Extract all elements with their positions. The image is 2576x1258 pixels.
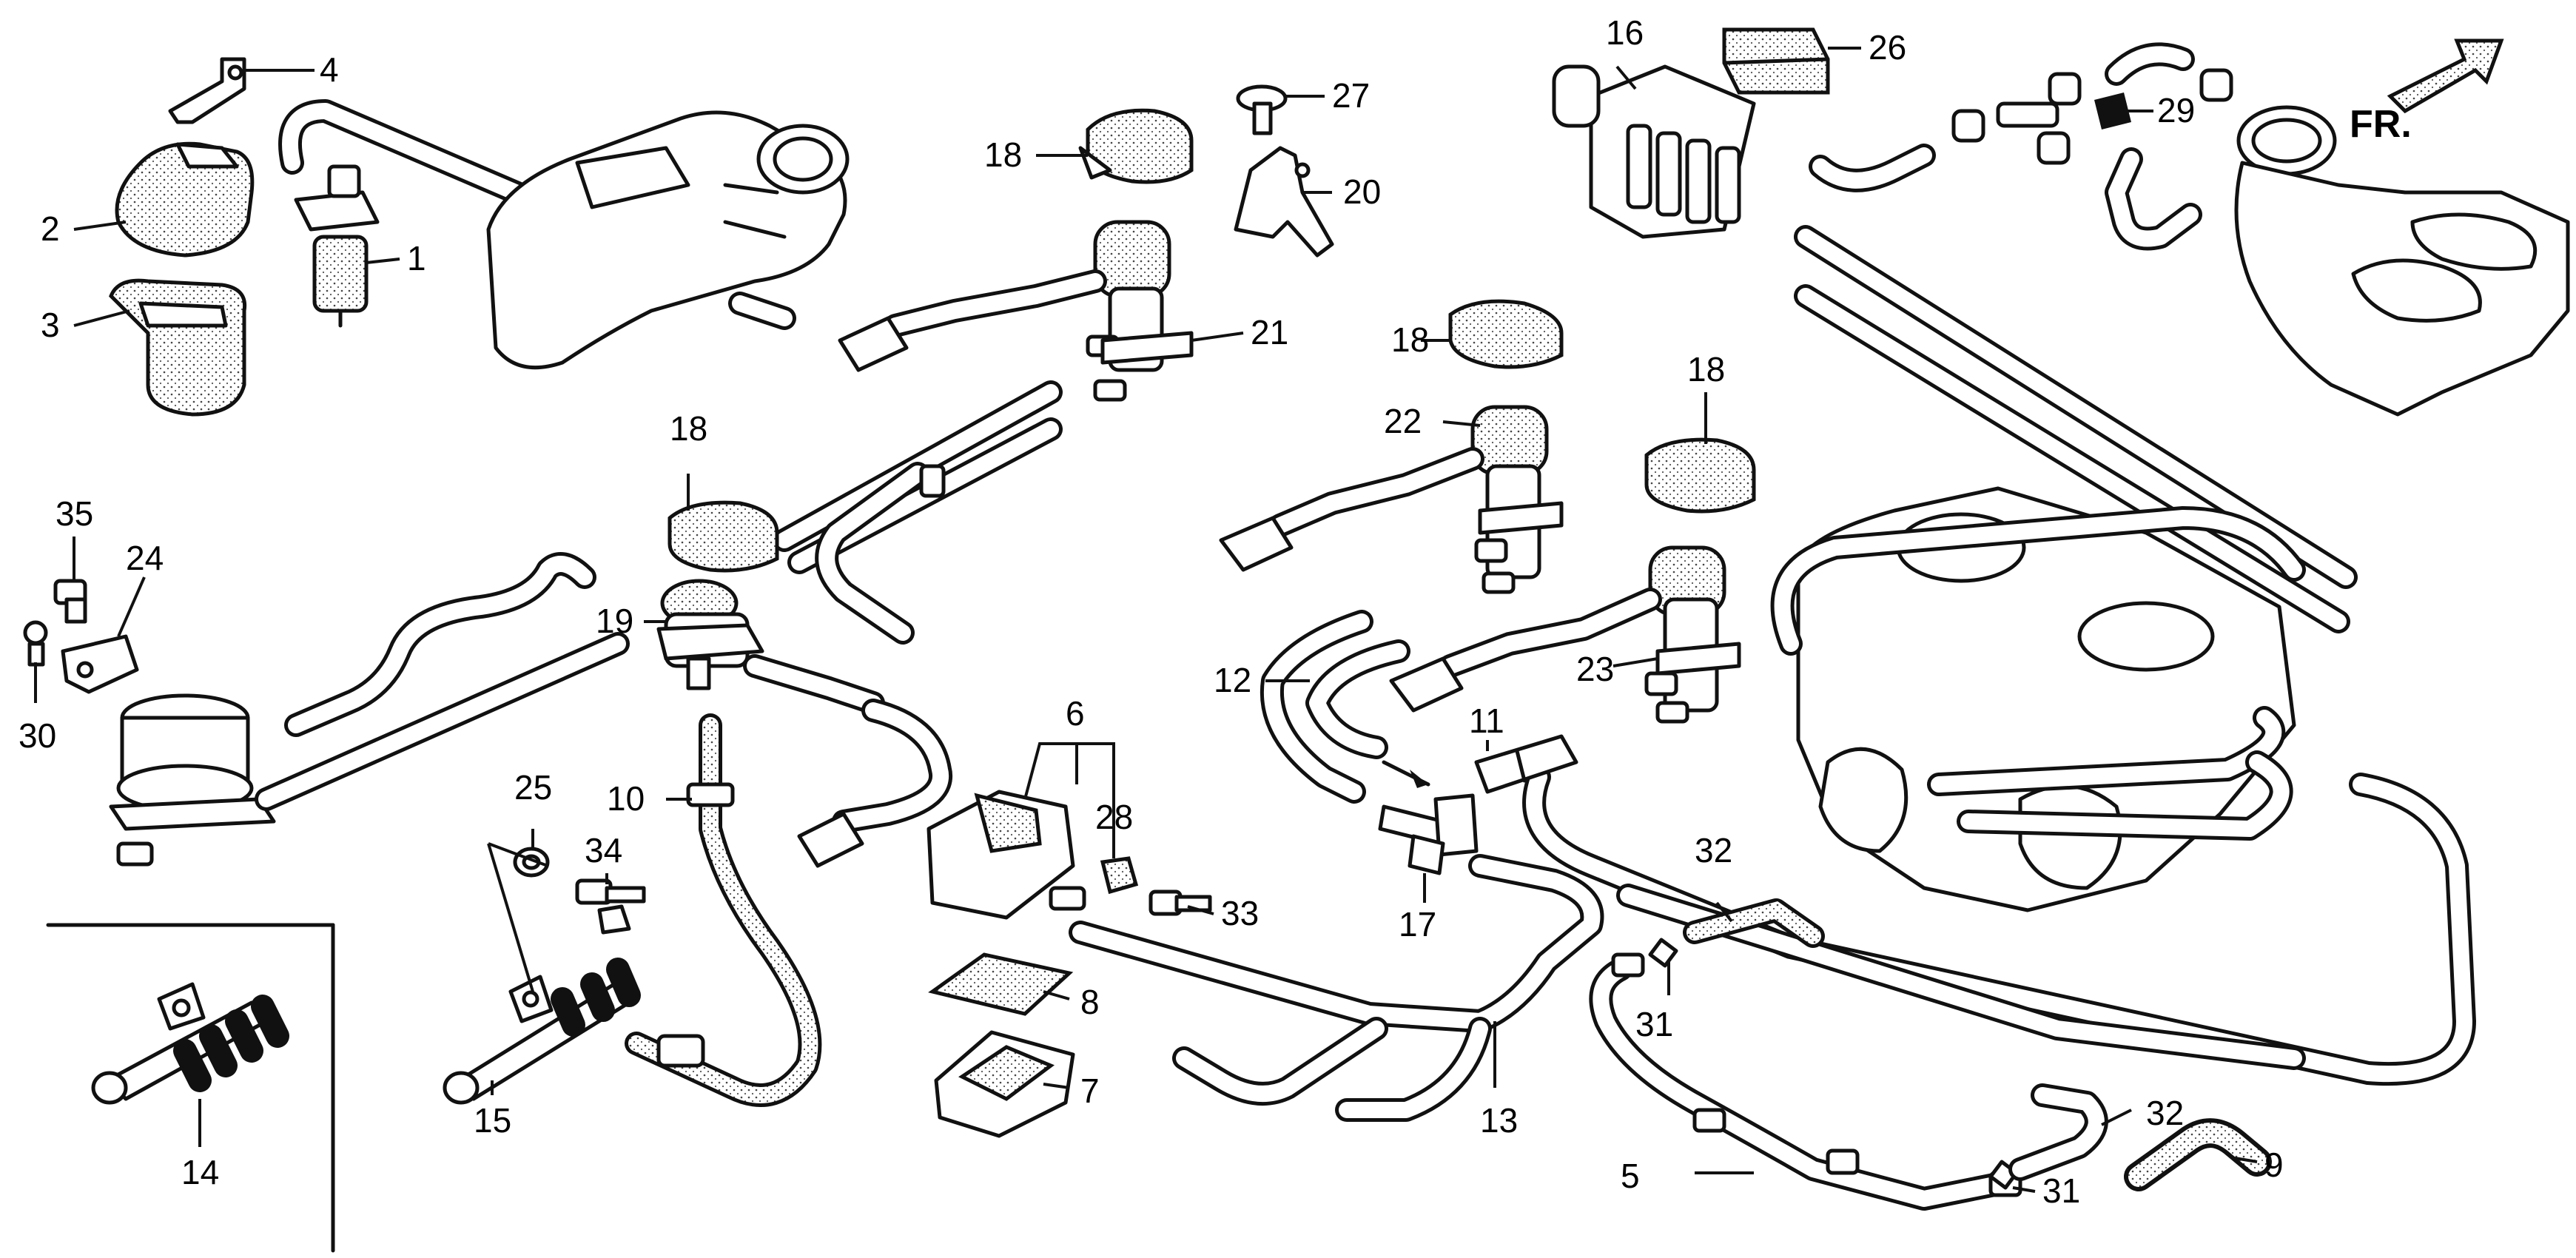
part-6-canister bbox=[927, 790, 1086, 920]
part-23-solenoid bbox=[1644, 545, 1741, 724]
part-11-connector bbox=[1474, 734, 1578, 794]
part-8-pad bbox=[928, 952, 1074, 1016]
part-21-solenoid bbox=[1086, 220, 1194, 402]
intake-manifold bbox=[2234, 105, 2570, 417]
part-32-elbow-a bbox=[1683, 898, 1825, 948]
part-22-solenoid bbox=[1470, 405, 1564, 594]
callout-16: 16 bbox=[1606, 13, 1644, 52]
engine-block bbox=[1796, 486, 2296, 912]
callout-30: 30 bbox=[19, 716, 56, 755]
callout-17: 17 bbox=[1399, 905, 1436, 944]
part-16-ecu-block bbox=[1552, 64, 1756, 239]
part-29-cap bbox=[2094, 92, 2131, 130]
part-25-seal bbox=[513, 847, 550, 878]
callout-5: 5 bbox=[1621, 1157, 1640, 1195]
callout-32b: 32 bbox=[2146, 1094, 2184, 1132]
callout-20: 20 bbox=[1343, 172, 1381, 211]
part-24-bracket bbox=[61, 634, 139, 694]
callout-4: 4 bbox=[320, 50, 339, 89]
part-19-valve bbox=[656, 579, 764, 690]
callout-labels: 1 2 3 4 5 6 7 8 9 10 11 12 13 14 15 16 1… bbox=[19, 13, 2284, 1210]
callout-27: 27 bbox=[1332, 76, 1370, 115]
callout-3: 3 bbox=[41, 306, 60, 344]
part-31-clip-a bbox=[1648, 938, 1678, 968]
part-18-clip-a bbox=[1078, 108, 1194, 184]
callout-9: 9 bbox=[2264, 1146, 2284, 1184]
part-17-tee bbox=[1378, 793, 1479, 875]
callout-19: 19 bbox=[596, 602, 633, 640]
part-1-valve bbox=[294, 164, 380, 328]
callout-25: 25 bbox=[514, 768, 552, 807]
callout-15: 15 bbox=[474, 1101, 511, 1140]
callout-18b: 18 bbox=[1391, 320, 1429, 359]
callout-31a: 31 bbox=[1635, 1005, 1673, 1043]
part-9-hose bbox=[2124, 1118, 2272, 1191]
callout-28: 28 bbox=[1095, 798, 1133, 836]
part-34-bolt bbox=[575, 878, 646, 935]
part-18-clip-c bbox=[1644, 437, 1756, 514]
part-18-clip-d bbox=[667, 500, 779, 573]
callout-14: 14 bbox=[181, 1153, 219, 1191]
part-18-clip-b bbox=[1448, 299, 1564, 369]
callout-34: 34 bbox=[585, 831, 622, 870]
part-14-injector-rail bbox=[91, 982, 289, 1105]
throttle-body bbox=[486, 110, 850, 370]
part-3-housing bbox=[109, 278, 247, 417]
callout-26: 26 bbox=[1869, 28, 1906, 67]
callout-31b: 31 bbox=[2042, 1171, 2080, 1210]
part-2-cover bbox=[115, 141, 255, 258]
part-33-bolt bbox=[1149, 889, 1212, 916]
part-35-bolt bbox=[53, 579, 87, 624]
callout-22: 22 bbox=[1384, 402, 1422, 440]
callout-18d: 18 bbox=[670, 409, 707, 448]
callout-1: 1 bbox=[407, 239, 426, 278]
part-10-hose bbox=[625, 713, 822, 1107]
callout-12: 12 bbox=[1214, 661, 1251, 699]
leader-lines bbox=[34, 47, 2258, 1193]
part-30-washer bbox=[23, 620, 48, 667]
part-4-bracket bbox=[168, 57, 246, 124]
callout-18a: 18 bbox=[984, 135, 1022, 174]
callout-21: 21 bbox=[1251, 313, 1288, 352]
callout-24: 24 bbox=[126, 539, 164, 577]
callout-33: 33 bbox=[1221, 894, 1259, 932]
part-27-bolt bbox=[1236, 84, 1288, 135]
front-direction-label: FR. bbox=[2350, 103, 2412, 146]
part-15-fuel-rail bbox=[443, 958, 641, 1105]
callout-7: 7 bbox=[1080, 1072, 1100, 1110]
part-28-nut bbox=[1100, 856, 1139, 895]
callout-2: 2 bbox=[41, 209, 60, 248]
regulator bbox=[109, 693, 276, 867]
callout-8: 8 bbox=[1080, 983, 1100, 1021]
callout-32a: 32 bbox=[1695, 831, 1732, 870]
callout-29: 29 bbox=[2157, 91, 2195, 130]
callout-10: 10 bbox=[607, 779, 645, 818]
callout-13: 13 bbox=[1480, 1101, 1518, 1140]
callout-6: 6 bbox=[1066, 694, 1085, 733]
callout-35: 35 bbox=[56, 494, 93, 533]
part-20-bracket bbox=[1234, 146, 1334, 258]
part-32-elbow-b bbox=[2008, 1083, 2108, 1181]
part-26-filter-box bbox=[1722, 27, 1830, 95]
callout-11: 11 bbox=[1469, 702, 1504, 740]
part-7-bracket bbox=[934, 1030, 1075, 1138]
callout-18c: 18 bbox=[1687, 350, 1725, 388]
front-direction-arrow: FR. bbox=[2350, 38, 2504, 146]
callout-23: 23 bbox=[1576, 650, 1614, 688]
